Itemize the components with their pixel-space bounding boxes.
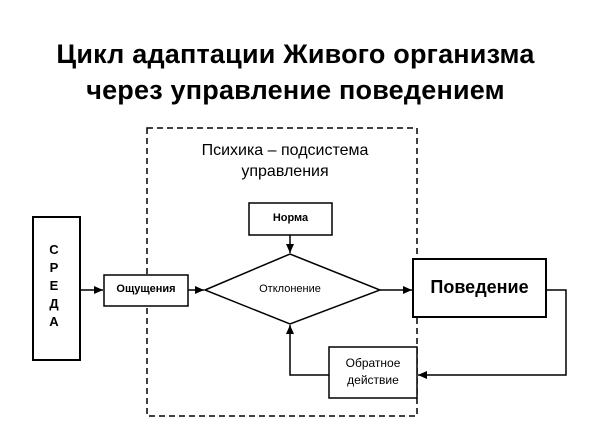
subsystem-label-line-1: Психика – подсистема — [201, 142, 369, 159]
otklonenie-label: Отклонение — [259, 283, 321, 295]
sreda-letter: Р — [49, 260, 59, 275]
sreda-box — [32, 216, 81, 361]
diagram-title: Цикл адаптации Живого организма через уп… — [0, 36, 591, 108]
sreda-letter: А — [49, 314, 59, 329]
subsystem-label-line-2: управления — [241, 163, 329, 180]
obratnoe-label-line-2: действие — [347, 373, 399, 387]
title-line-1: Цикл адаптации Живого организма — [56, 39, 535, 69]
obratnoe-label: Обратное действие — [329, 355, 417, 389]
subsystem-label: Психика – подсистема управления — [150, 140, 420, 182]
sreda-letter: Е — [49, 278, 59, 293]
sreda-letter: Д — [49, 296, 59, 311]
obratnoe-label-line-1: Обратное — [345, 356, 401, 370]
sreda-label: С Р Е Д А — [36, 241, 72, 331]
oshchushcheniya-label: Ощущения — [116, 283, 176, 295]
arrow-obratnoe-to-otklonenie — [286, 325, 329, 376]
povedenie-label: Поведение — [430, 277, 529, 297]
obratnoe-box — [328, 346, 418, 399]
sreda-letter: С — [49, 242, 59, 257]
title-line-2: через управление поведением — [86, 75, 505, 105]
povedenie-box — [412, 258, 547, 318]
arrow-povedenie-to-obratnoe — [418, 289, 567, 379]
oshchushcheniya-box — [103, 274, 189, 307]
norma-label: Норма — [272, 212, 309, 224]
